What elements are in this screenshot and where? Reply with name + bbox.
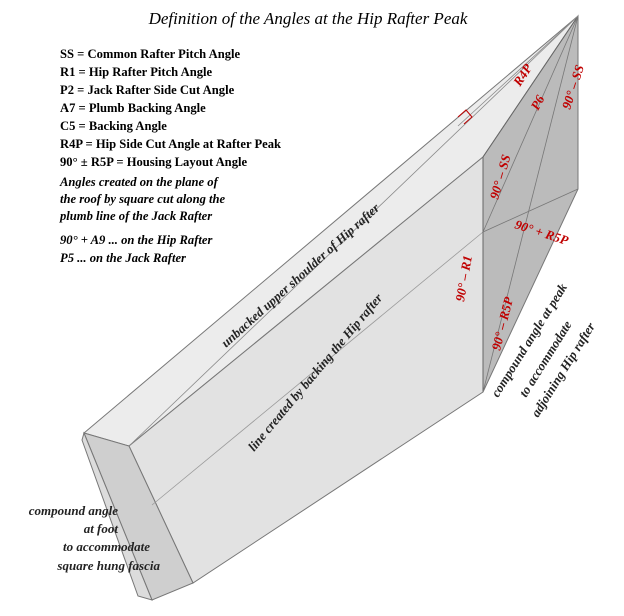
right-angle-marker <box>457 109 473 125</box>
foot-bevel-face <box>81 431 153 601</box>
definition-r5p: 90° ± R5P = Housing Layout Angle <box>60 155 247 169</box>
definition-r4p: R4P = Hip Side Cut Angle at Rafter Peak <box>60 137 281 151</box>
end-face-divider <box>482 188 579 233</box>
page-title: Definition of the Angles at the Hip Raft… <box>148 9 468 28</box>
definition-a7: A7 = Plumb Backing Angle <box>60 101 206 115</box>
definition-p2: P2 = Jack Rafter Side Cut Angle <box>60 83 235 97</box>
backing-line <box>128 15 579 447</box>
note-line-1: Angles created on the plane of <box>59 175 220 189</box>
definition-ss: SS = Common Rafter Pitch Angle <box>60 47 241 61</box>
foot-caption-line-2: at foot <box>84 521 119 536</box>
extra-line-jack: P5 ... on the Jack Rafter <box>60 251 186 265</box>
foot-caption-line-3: to accommodate <box>63 539 150 554</box>
peak-top-line <box>457 15 579 127</box>
definition-c5: C5 = Backing Angle <box>60 119 167 133</box>
note-line-3: plumb line of the Jack Rafter <box>59 209 212 223</box>
definition-r1: R1 = Hip Rafter Pitch Angle <box>60 65 213 79</box>
extra-line-hip: 90° + A9 ... on the Hip Rafter <box>60 233 212 247</box>
end-face-diagonal-2 <box>482 15 579 233</box>
angle-label-p6: P6 <box>527 92 547 112</box>
note-line-2: the roof by square cut along the <box>60 192 226 206</box>
foot-caption-line-1: compound angle <box>29 503 118 518</box>
end-face-diagonal <box>482 15 579 393</box>
hip-backing-centerline <box>151 231 484 506</box>
foot-caption-line-4: square hung fascia <box>56 558 160 573</box>
peak-edge-line <box>482 15 579 158</box>
